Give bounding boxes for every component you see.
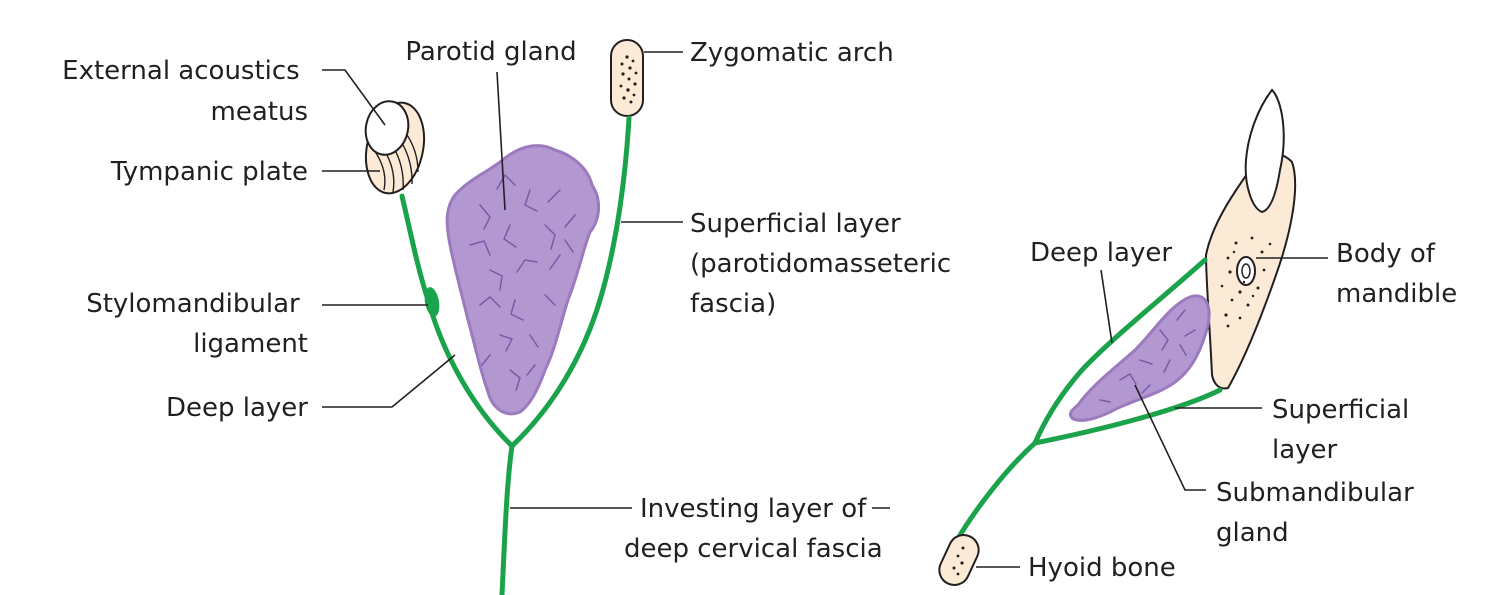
right-fascia bbox=[954, 257, 1223, 543]
left-leader-lines bbox=[322, 51, 683, 509]
tooth-crown bbox=[1244, 88, 1285, 214]
label-stylomandibular-ligament: Stylomandibular ligament bbox=[86, 289, 308, 359]
label-investing-layer: Investing layer of deep cervical fascia bbox=[624, 494, 883, 564]
body-of-mandible bbox=[1204, 88, 1297, 390]
label-tympanic-plate: Tympanic plate bbox=[110, 157, 308, 187]
label-body-of-mandible: Body of mandible bbox=[1336, 239, 1457, 309]
external-acoustic-meatus bbox=[364, 100, 410, 156]
right-investing-line bbox=[954, 440, 1038, 543]
label-zygomatic-arch: Zygomatic arch bbox=[690, 38, 894, 68]
label-superficial-layer-left: Superficial layer (parotidomasseteric fa… bbox=[690, 209, 959, 319]
submandibular-gland bbox=[1068, 294, 1211, 422]
right-leader-lines bbox=[976, 257, 1328, 568]
right-submandibular-diagram: Deep layer Body of mandible Superficial … bbox=[938, 88, 1457, 586]
label-parotid-gland: Parotid gland bbox=[405, 37, 576, 67]
investing-layer-line bbox=[499, 443, 515, 595]
label-deep-layer-right: Deep layer bbox=[1030, 238, 1172, 268]
stylomandibular-ligament bbox=[424, 287, 440, 317]
zygomatic-arch bbox=[610, 39, 644, 117]
label-submandibular-gland: Submandibular gland bbox=[1216, 478, 1422, 548]
mandibular-canal bbox=[1236, 256, 1256, 286]
hyoid-bone bbox=[938, 534, 980, 586]
left-superficial-layer-line bbox=[509, 115, 632, 449]
label-external-acoustics-meatus: External acoustics meatus bbox=[62, 56, 308, 127]
right-superficial-layer-line bbox=[1032, 387, 1223, 446]
label-hyoid-bone: Hyoid bone bbox=[1028, 553, 1176, 583]
right-deep-layer-line bbox=[1032, 257, 1208, 446]
label-superficial-layer-right: Superficial layer bbox=[1272, 395, 1418, 465]
left-parotid-diagram: External acoustics meatus Tympanic plate… bbox=[62, 37, 959, 595]
label-deep-layer-left: Deep layer bbox=[166, 393, 308, 423]
parotid-gland bbox=[445, 144, 600, 416]
